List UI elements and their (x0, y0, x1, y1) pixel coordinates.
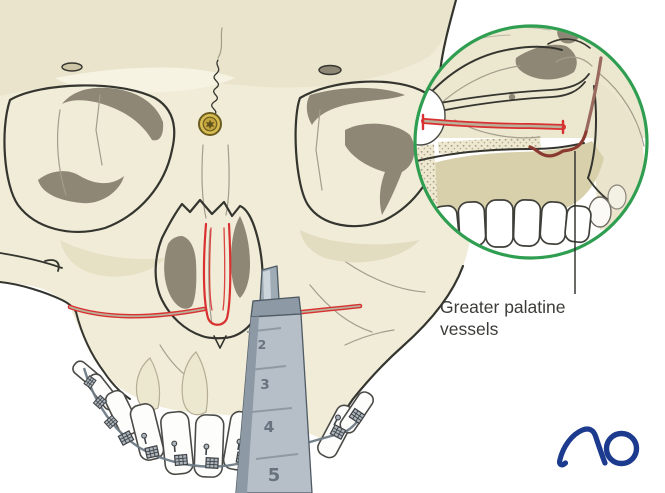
left-maxilla-outline (0, 281, 131, 400)
zygomatic-arch-line (0, 252, 63, 269)
ao-logo-a (557, 426, 608, 468)
skull-bone (0, 0, 472, 443)
osteotome-scale-mark: 2 (258, 337, 267, 352)
cheek-contour (344, 329, 395, 346)
cheek-contour (309, 284, 373, 333)
osteotome-tip-highlight (263, 270, 271, 300)
metopic-suture (217, 27, 223, 59)
inset-osteotomy-line (421, 113, 566, 135)
inset-molar (607, 184, 627, 210)
anterior-nasal-spine (213, 335, 227, 349)
torx-recess (205, 119, 215, 129)
nasal-cavity-right (231, 216, 250, 298)
osteotome-scale-mark: 5 (268, 465, 281, 486)
osteotome-scale-mark: 4 (264, 418, 275, 436)
left-orbit (3, 84, 176, 233)
nasal-cavity-left (164, 236, 197, 309)
inferior-orbital-fissure (38, 171, 124, 204)
inset-ring (413, 24, 649, 260)
canine-eminence (181, 351, 209, 416)
infraorbital-shading (300, 230, 420, 263)
osteotome-scale-mark: 3 (260, 377, 269, 393)
inset-sagittal-view (413, 24, 649, 260)
zygomatic-hook-line (44, 259, 60, 272)
inset-zygoma (592, 78, 644, 230)
label-greater-palatine-vessels: Greater palatine vessels (440, 297, 566, 340)
greater-palatine-vessel-cut (528, 130, 588, 158)
skull-frontal-view: 2 3 4 5 (0, 0, 472, 493)
right-orbit (294, 80, 445, 228)
superior-orbital-fissure (62, 87, 164, 141)
tooth (564, 204, 592, 244)
nasal-bridge-line-left (201, 144, 207, 219)
left-cheek-shading (60, 240, 165, 277)
ao-logo (557, 426, 640, 468)
tooth (485, 199, 514, 248)
nasal-aperture (154, 198, 264, 349)
braces-archwire (82, 367, 364, 468)
osteotome-shaft-bevel (236, 316, 259, 493)
inset-sinus-recess (515, 44, 577, 80)
inset-palate-line (416, 142, 585, 163)
greater-palatine-vessel (584, 56, 603, 134)
nasal-bridge-line-right (225, 144, 230, 216)
septum-line (208, 229, 213, 325)
calibrated-osteotome: 2 3 4 5 (235, 265, 313, 493)
tooth (539, 201, 568, 246)
inset-molar (588, 196, 612, 228)
ao-logo-o (603, 430, 640, 467)
metopic-suture-zigzag (211, 59, 220, 117)
right-supraorbital-notch (318, 64, 342, 76)
inset-alveolar-ridge (416, 141, 604, 214)
left-supraorbital-notch (61, 62, 83, 72)
inset-foramen (508, 93, 516, 101)
septum-osteotomy-line (202, 222, 232, 326)
tooth (512, 199, 542, 247)
bone-screw (198, 112, 222, 136)
